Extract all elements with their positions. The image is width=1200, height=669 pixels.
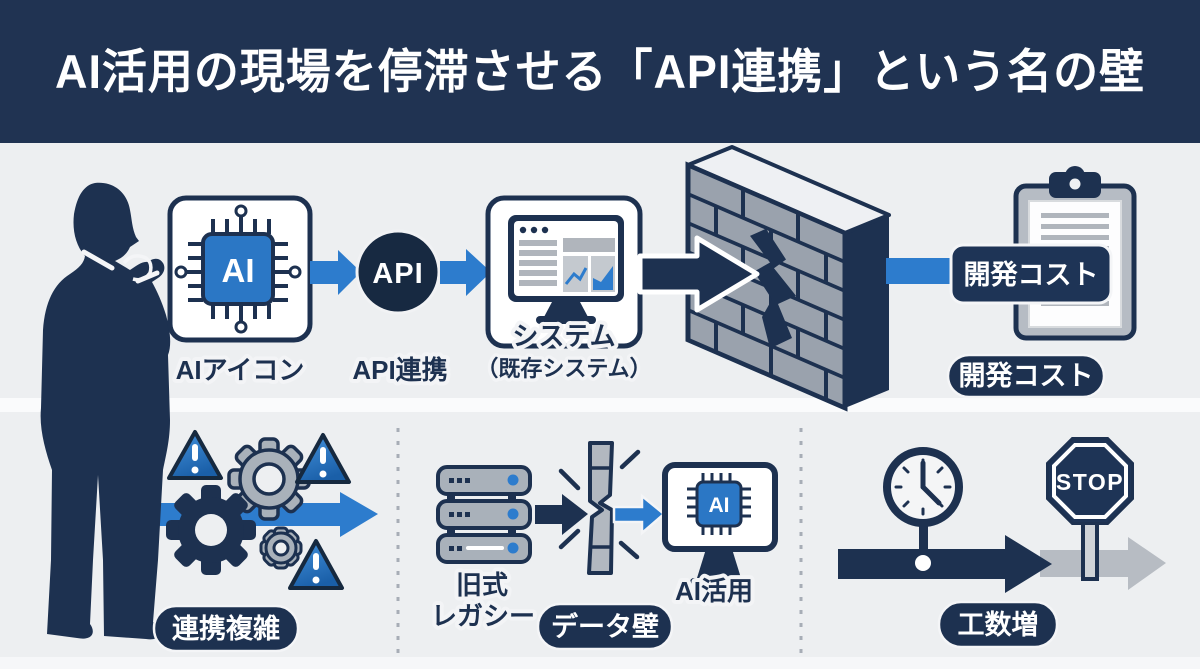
legacy-caption-line2: レガシー: [431, 601, 535, 631]
person-silhouette: [40, 182, 171, 640]
dev-cost-tag: 開発コスト: [949, 243, 1113, 305]
warning-icons: [167, 430, 351, 590]
warning-icon: [167, 430, 223, 480]
stop-sign-text: STOP: [1056, 469, 1124, 495]
stop-sign-post: [1081, 521, 1099, 581]
timeline: [838, 526, 1166, 593]
header-background: [0, 0, 1200, 143]
ai-chip-card: AI: [167, 195, 313, 343]
ai-chip-text: AI: [222, 252, 255, 289]
api-caption: API連携: [352, 355, 447, 385]
wall-to-cost-connector: [886, 258, 958, 284]
cost-increase-pill-text: 工数増: [958, 609, 1039, 640]
gear-gray-small-icon: [259, 526, 303, 570]
arrow-api-to-system: [440, 249, 491, 296]
data-wall-pill-text: データ壁: [551, 611, 659, 642]
system-sub-caption: （既存システム）: [476, 356, 651, 381]
dev-cost-pill-text: 開発コスト: [959, 361, 1094, 391]
arrow-ai-to-api: [310, 250, 361, 295]
impact-lines: [558, 449, 641, 560]
impact-arrow-icon: [637, 235, 760, 313]
dev-cost-tag-text: 開発コスト: [964, 260, 1099, 290]
api-badge-icon: API: [355, 229, 441, 315]
ai-monitor-icon: AI: [662, 462, 778, 586]
ai-chip-caption: AIアイコン: [176, 355, 305, 385]
clock-stem: [919, 526, 928, 552]
shirt-collar: [81, 249, 115, 271]
system-card: システム （既存システム）: [473, 195, 655, 385]
arrow-barrier-to-ai: [612, 493, 666, 536]
gear-navy-icon: [166, 485, 256, 575]
timeline-dot: [915, 555, 931, 571]
system-monitor-icon: [508, 215, 624, 324]
header: AI活用の現場を停滞させる「API連携」という名の壁: [0, 0, 1200, 143]
cost-increase-pill: 工数増: [937, 600, 1059, 649]
clock-icon: [883, 447, 963, 527]
ai-usage-caption: AI活用: [675, 576, 753, 606]
stop-sign-icon: STOP: [1046, 437, 1134, 581]
page-title: AI活用の現場を停滞させる「API連携」という名の壁: [55, 45, 1145, 98]
warning-icon: [288, 539, 344, 590]
section-divider-band: [0, 398, 1200, 412]
arrow-legacy-to-barrier: [535, 494, 588, 535]
data-barrier-icon: [558, 441, 641, 575]
warning-icon: [295, 433, 351, 484]
system-caption: システム: [512, 321, 615, 351]
data-wall-pill: データ壁: [536, 602, 674, 651]
gear-gray-large-icon: [227, 437, 311, 521]
shirt-cuff: [135, 270, 160, 284]
timeline-arrow-gray: [1040, 537, 1166, 590]
ai-monitor-chip-text: AI: [709, 494, 730, 517]
bottom-band: [0, 657, 1200, 669]
ai-chip-icon: [174, 204, 302, 334]
wall-crack: [750, 228, 796, 349]
gear-cluster: [166, 430, 351, 590]
legacy-caption-line1: 旧式: [456, 570, 508, 600]
timeline-arrow-navy: [838, 535, 1052, 593]
complexity-pill-text: 連携複雑: [172, 613, 280, 644]
person-body: [40, 182, 171, 640]
complexity-pill: 連携複雑: [152, 604, 300, 653]
dev-cost-pill: 開発コスト: [946, 353, 1106, 399]
api-badge-text: API: [372, 258, 423, 290]
server-stack-icon: [436, 465, 532, 564]
wall-side-face: [845, 215, 889, 408]
